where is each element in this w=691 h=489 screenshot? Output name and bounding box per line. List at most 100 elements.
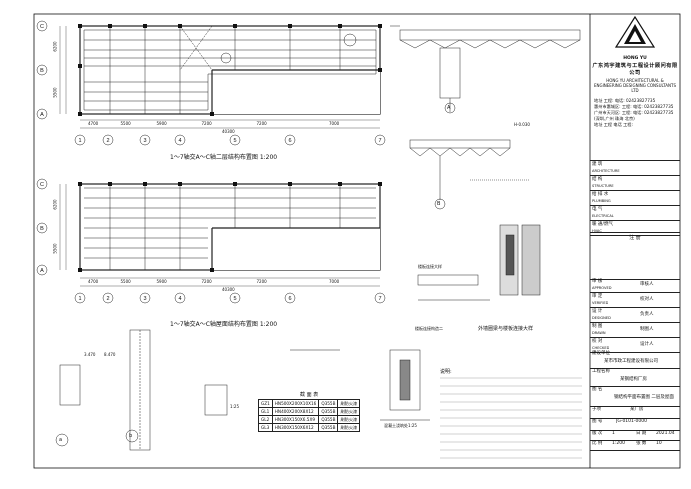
- stamp-label: 注 册: [629, 235, 641, 241]
- sign-row-right: 校对人: [640, 297, 654, 302]
- section-table-cell: GZ1: [258, 399, 273, 408]
- grid-col-bubble-lower: 5: [229, 292, 241, 304]
- contact-line: 惠州市惠城区: 工程: 电话: 02423827735: [594, 104, 674, 109]
- section-table-cell: HN300X150X6X12: [271, 423, 320, 432]
- grid-row-bubble-upper: B: [36, 64, 48, 76]
- grid-col-bubble-upper: 3: [139, 134, 151, 146]
- approval-row-en: STRUCTURE: [592, 184, 614, 188]
- section-table-cell: Q355B: [318, 407, 339, 416]
- svg-text:2: 2: [106, 296, 109, 302]
- svg-text:3: 3: [143, 138, 146, 144]
- approval-row: 结 构 STRUCTURE: [590, 176, 680, 191]
- svg-text:6: 6: [288, 138, 291, 144]
- grid-col-bubble-lower: 6: [284, 292, 296, 304]
- section-table-cell: Q355B: [318, 399, 339, 408]
- span-dimension: 7000: [329, 121, 340, 126]
- sign-row-en: VERIFIED: [592, 301, 609, 305]
- span-dimension: 4700: [88, 279, 99, 284]
- sign-row-cn: 制 图: [592, 324, 603, 329]
- detail-caption-slab: 楼板连接大样: [418, 264, 442, 269]
- drawing-no: JG-0101-0000: [616, 419, 647, 424]
- svg-text:C: C: [40, 24, 44, 30]
- plan-upper: [79, 25, 381, 115]
- sheet: 10: [656, 441, 662, 446]
- grid-col-bubble-upper: 7: [374, 134, 386, 146]
- approval-row-en: ELECTRICAL: [592, 214, 614, 218]
- approval-row-cn: 给 排 水: [592, 192, 609, 197]
- sign-row-en: CHECKED: [592, 346, 610, 350]
- section-table-cell: GL3: [258, 423, 273, 432]
- span-dimension: 7200: [201, 121, 212, 126]
- grid-col-bubble-upper: 5: [229, 134, 241, 146]
- project-name-label: 工程名称: [592, 369, 610, 374]
- svg-text:3: 3: [143, 296, 146, 302]
- date: 2021.04: [656, 431, 675, 436]
- detail-caption-main: 外墙圈梁与楼板连接大样: [478, 326, 534, 332]
- sign-row-cn: 校 对: [592, 339, 603, 344]
- contact-line: (深圳,广州 珠海 北京): [594, 116, 635, 121]
- span-dimension: 5500: [120, 121, 131, 126]
- approval-row-en: ARCHITECTURE: [592, 169, 620, 173]
- contact-line: 广州市天河区: 工程: 电话: 02423827735: [594, 110, 674, 115]
- scale-label: 比 例: [592, 441, 603, 446]
- grid-row-bubble-upper: A: [36, 108, 48, 120]
- sub-number: 某厂房: [630, 407, 644, 412]
- sign-row-right: 负责人: [640, 312, 654, 317]
- bay-dimension: 5500: [52, 243, 58, 254]
- svg-text:4: 4: [178, 296, 181, 302]
- svg-text:2: 2: [106, 138, 109, 144]
- bay-dimension: 6200: [52, 41, 58, 52]
- approval-row-cn: 结 构: [592, 177, 603, 182]
- drawing-title: 钢结构平面布置图 二层及屋面: [614, 395, 674, 400]
- project-info: 建设单位 某市市政工程建设有限公司 工程名称 某钢结构厂房 图 名 钢结构平面布…: [590, 350, 680, 468]
- detail-caption-side: 楼板连接构造二: [415, 326, 443, 331]
- version-label: 版 次: [592, 431, 603, 436]
- section-table-cell: Q355B: [318, 423, 339, 432]
- svg-text:A: A: [40, 112, 44, 118]
- section-table-cell: 刷防火漆: [337, 399, 361, 408]
- svg-text:B: B: [40, 68, 44, 74]
- sub-number-label: 子项: [592, 407, 601, 412]
- svg-text:5: 5: [233, 296, 236, 302]
- grid-col-bubble-lower: 2: [102, 292, 114, 304]
- sign-row-en: DESIGNED: [592, 316, 611, 320]
- grid-col-bubble-upper: 1: [74, 134, 86, 146]
- project-owner-label: 建设单位: [592, 351, 610, 356]
- total-dimension: 40300: [222, 129, 235, 134]
- sign-row-en: DRAWN: [592, 331, 606, 335]
- span-dimension: 5900: [156, 121, 167, 126]
- approval-row-cn: 建 筑: [592, 162, 603, 167]
- sign-row-cn: 设 计: [592, 309, 603, 314]
- section-table-cell: HN400X200X8X12: [271, 407, 320, 416]
- level-label-1: 3.470: [84, 352, 96, 357]
- grid-col-bubble-lower: 4: [174, 292, 186, 304]
- span-dimension: 7200: [201, 279, 212, 284]
- section-table-cell: 刷防火漆: [337, 423, 361, 432]
- notes-lines: [440, 377, 582, 459]
- grid-row-bubble-lower: A: [36, 264, 48, 276]
- drawing-title-label: 图 名: [592, 387, 603, 392]
- sign-row-right: 制图人: [640, 327, 654, 332]
- scale-label-1: 1:25: [230, 404, 239, 409]
- grid-col-bubble-upper: 4: [174, 134, 186, 146]
- grid-col-bubble-upper: 6: [284, 134, 296, 146]
- bay-dimension: 6200: [52, 199, 58, 210]
- detail-wall: [417, 224, 541, 301]
- approval-row-cn: 电 气: [592, 207, 603, 212]
- stamp-area: 注 册: [590, 232, 680, 280]
- bay-dimension: 5500: [52, 87, 58, 98]
- section-table-cell: Q355B: [318, 415, 339, 424]
- svg-text:6: 6: [288, 296, 291, 302]
- scale-row: 比 例 1:200 张 数 10: [590, 440, 680, 451]
- plan-lower-caption: 1～7轴交A～C轴屋面结构布置图 1:200: [170, 321, 278, 328]
- company-logo-icon: [614, 15, 656, 48]
